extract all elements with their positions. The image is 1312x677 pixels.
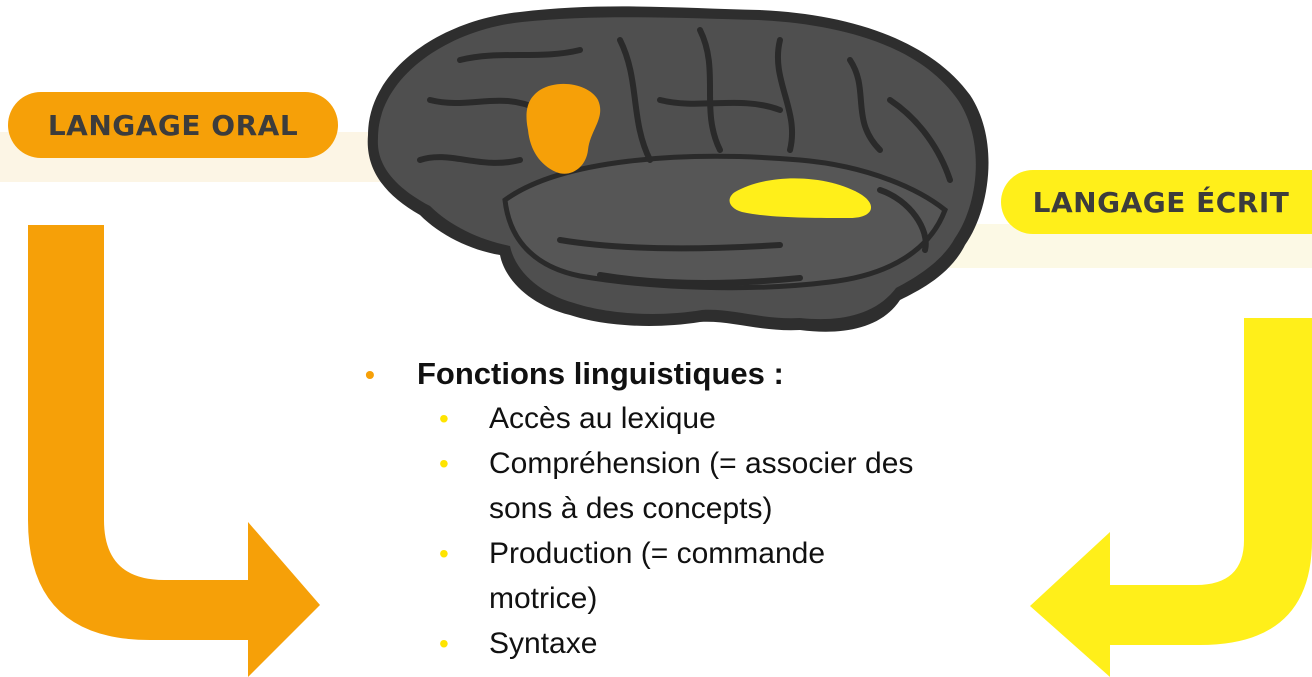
list-item: • Accès au lexique — [439, 396, 1005, 441]
orange-arrow-icon — [28, 225, 320, 677]
list-item-text: Compréhension (= associer des sons à des… — [489, 447, 914, 525]
langage-oral-label: LANGAGE ORAL — [8, 92, 338, 158]
list-item: • Compréhension (= associer des sons à d… — [439, 441, 1005, 531]
brain-icon — [367, 6, 989, 332]
bullet-heading: Fonctions linguistiques : — [417, 356, 784, 391]
bullet-list: • Fonctions linguistiques : • Accès au l… — [365, 352, 1005, 666]
yellow-bullet-icon: • — [439, 448, 449, 479]
list-item-text: Syntaxe — [489, 627, 598, 660]
list-item-text: Production (= commande motrice) — [489, 537, 826, 615]
orange-bullet-icon: • — [365, 359, 375, 390]
yellow-bullet-icon: • — [439, 403, 449, 434]
list-item-text: Accès au lexique — [489, 402, 716, 435]
sub-bullet-list: • Accès au lexique • Compréhension (= as… — [365, 396, 1005, 666]
list-item: • Production (= commande motrice) — [439, 531, 1005, 621]
yellow-bullet-icon: • — [439, 628, 449, 659]
langage-ecrit-label: LANGAGE ÉCRIT — [1001, 170, 1312, 234]
yellow-arrow-icon — [1030, 318, 1312, 677]
bullet-heading-row: • Fonctions linguistiques : — [365, 352, 1005, 396]
list-item: • Syntaxe — [439, 621, 1005, 666]
yellow-bullet-icon: • — [439, 538, 449, 569]
